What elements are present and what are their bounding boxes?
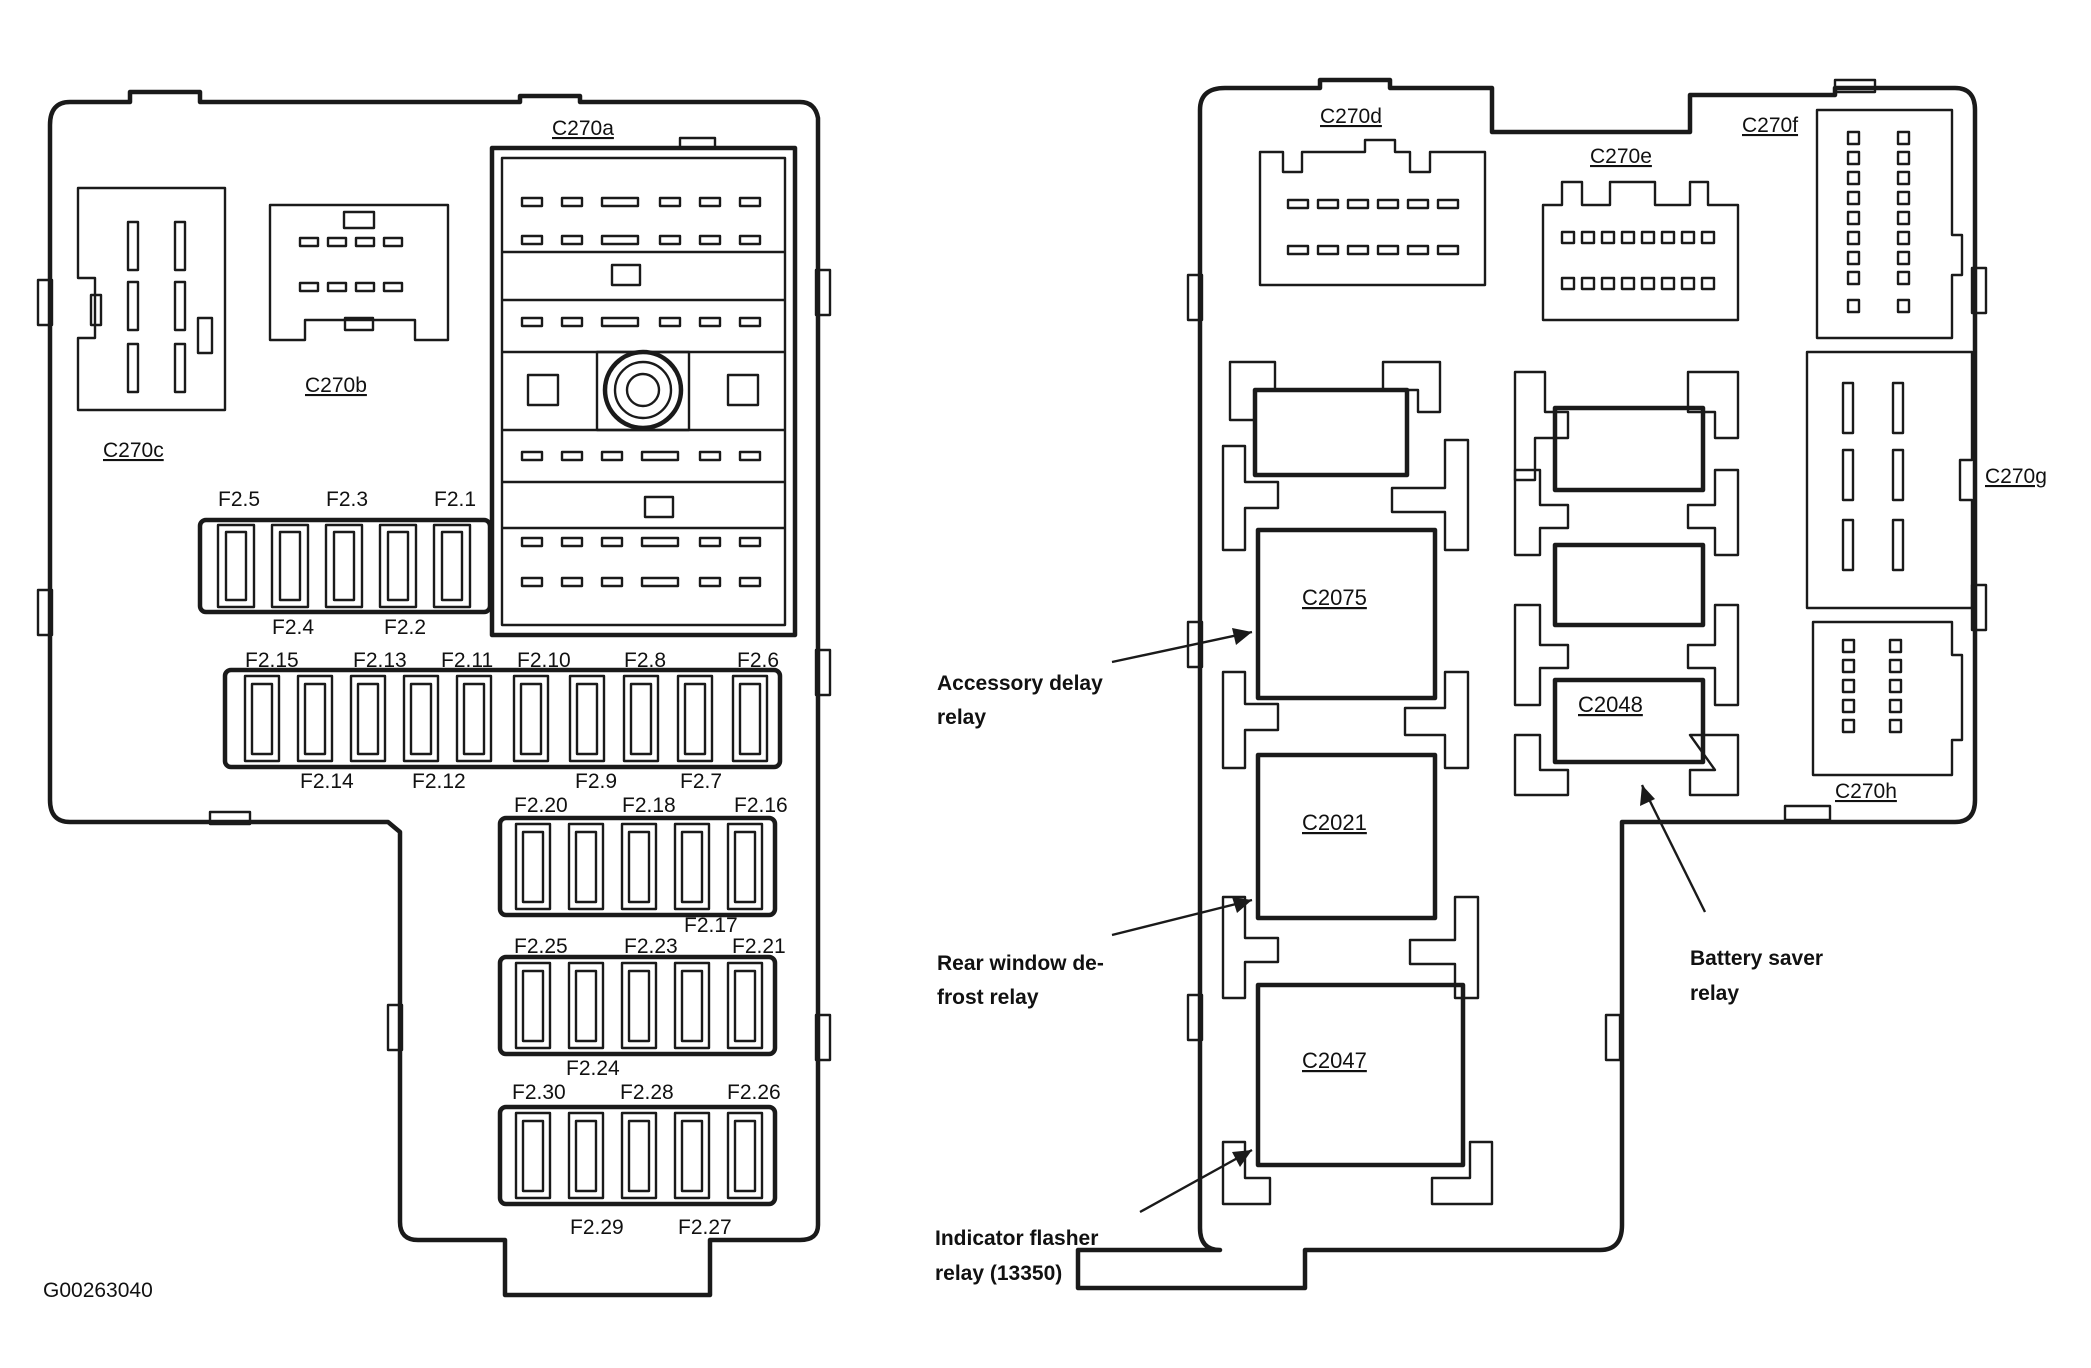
connector-c270f: C270f: [1742, 108, 1964, 340]
relay-c2075-label: C2075: [1302, 585, 1367, 610]
c270b-label: C270b: [305, 374, 367, 397]
fuse-label-f2-30: F2.30: [512, 1081, 566, 1104]
fuse-label-f2-11: F2.11: [441, 649, 493, 672]
fuse-row-2: F2.15 F2.13 F2.11 F2.10 F2.8 F2.6 F2.14 …: [222, 649, 783, 793]
fuse-label-f2-15: F2.15: [245, 649, 299, 672]
fuse-label-f2-23: F2.23: [624, 935, 678, 958]
callout-battery-saver-line2: relay: [1690, 982, 1739, 1005]
connector-c270h: C270h: [1811, 620, 1964, 803]
relay-right-1: [1552, 405, 1706, 493]
c270f-label: C270f: [1742, 114, 1798, 137]
fuse-label-f2-12: F2.12: [412, 770, 466, 793]
c270c-label: C270c: [103, 439, 164, 462]
fuse-label-f2-4: F2.4: [272, 616, 314, 639]
fuse-label-f2-10: F2.10: [517, 649, 571, 672]
callout-accessory-delay-line2: relay: [937, 706, 986, 729]
fuse-label-f2-16: F2.16: [734, 794, 788, 817]
callout-leaders: [1111, 628, 1707, 1214]
fuse-label-f2-27: F2.27: [678, 1216, 732, 1239]
fuse-label-f2-17: F2.17: [684, 914, 738, 937]
relay-c2048: C2048: [1552, 677, 1706, 765]
fuse-label-f2-26: F2.26: [727, 1081, 781, 1104]
relay-c2075: C2075: [1255, 527, 1438, 701]
figure-code: G00263040: [43, 1279, 153, 1302]
fuse-label-f2-29: F2.29: [570, 1216, 624, 1239]
relay-c2047: C2047: [1255, 982, 1466, 1168]
relay-c2021-label: C2021: [1302, 810, 1367, 835]
callout-indicator-flasher-line2: relay (13350): [935, 1262, 1062, 1285]
c270a-label: C270a: [552, 117, 614, 140]
connector-c270a: C270a: [489, 117, 798, 638]
c270e-label: C270e: [1590, 145, 1652, 168]
right-relay-panel: C270d C270e C270f C270g: [935, 77, 2047, 1291]
fuse-label-f2-18: F2.18: [622, 794, 676, 817]
relay-top-left: [1252, 387, 1410, 478]
c270h-label: C270h: [1835, 780, 1897, 803]
fuse-label-f2-24: F2.24: [566, 1057, 620, 1080]
callout-indicator-flasher-line1: Indicator flasher: [935, 1227, 1098, 1250]
fuse-row-3: F2.20 F2.18 F2.16 F2.17: [497, 794, 788, 937]
callout-rear-window-line2: frost relay: [937, 986, 1039, 1009]
callout-rear-window-line1: Rear window de-: [937, 952, 1104, 975]
fuse-label-f2-25: F2.25: [514, 935, 568, 958]
c270g-label: C270g: [1985, 465, 2047, 488]
fuse-label-f2-8: F2.8: [624, 649, 666, 672]
connector-c270b: C270b: [268, 203, 450, 397]
c270d-label: C270d: [1320, 105, 1382, 128]
fuse-label-f2-7: F2.7: [680, 770, 722, 793]
fuse-label-f2-1: F2.1: [434, 488, 476, 511]
left-fuse-panel: C270c C270b C270a: [36, 89, 832, 1298]
fuse-label-f2-5: F2.5: [218, 488, 260, 511]
relay-c2047-label: C2047: [1302, 1048, 1367, 1073]
relay-c2021: C2021: [1255, 752, 1438, 921]
fuse-row-4: F2.25 F2.23 F2.21 F2.24: [497, 935, 786, 1080]
fuse-row-1: F2.5 F2.3 F2.1 F2.4 F2.2: [197, 488, 493, 639]
connector-c270g: C270g: [1805, 350, 2047, 610]
callout-battery-saver-line1: Battery saver: [1690, 947, 1823, 970]
fuse-label-f2-13: F2.13: [353, 649, 407, 672]
relay-right-2: [1552, 542, 1706, 628]
fuse-row-5: F2.30 F2.28 F2.26 F2.29 F2.27: [497, 1081, 781, 1239]
fuse-label-f2-2: F2.2: [384, 616, 426, 639]
fuse-label-f2-28: F2.28: [620, 1081, 674, 1104]
connector-c270c: C270c: [76, 186, 227, 462]
fuse-label-f2-21: F2.21: [732, 935, 786, 958]
fuse-label-f2-20: F2.20: [514, 794, 568, 817]
fuse-label-f2-3: F2.3: [326, 488, 368, 511]
relay-socket-brackets: [1221, 360, 1740, 1206]
callout-accessory-delay-line1: Accessory delay: [937, 672, 1103, 695]
fuse-label-f2-14: F2.14: [300, 770, 354, 793]
relay-c2048-label: C2048: [1578, 692, 1643, 717]
c270a-pin-rows: [520, 196, 762, 588]
connector-c270e: C270e: [1541, 145, 1740, 322]
fuse-label-f2-9: F2.9: [575, 770, 617, 793]
connector-c270d: C270d: [1258, 105, 1487, 287]
fuse-label-f2-6: F2.6: [737, 649, 779, 672]
